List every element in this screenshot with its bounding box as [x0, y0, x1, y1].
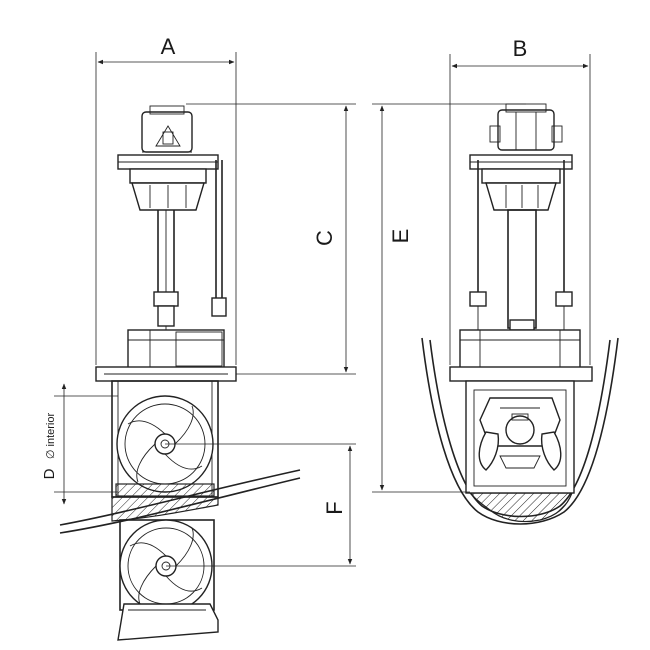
label-a: A	[161, 34, 176, 59]
motor-flange	[117, 154, 219, 211]
front-view	[421, 103, 619, 525]
label-d: D	[41, 468, 58, 479]
front-shaft	[469, 160, 573, 332]
bottom-foot	[117, 603, 219, 641]
front-mounting-flange	[449, 366, 593, 382]
label-c: C	[312, 230, 337, 246]
label-b: B	[513, 36, 528, 61]
front-gear-housing	[459, 329, 581, 369]
shaft	[153, 160, 227, 330]
hull-section	[59, 469, 301, 534]
label-d-suffix: ∅ interior	[45, 413, 57, 460]
front-hull	[421, 337, 619, 525]
front-motor-flange	[469, 154, 573, 211]
label-e: E	[388, 229, 413, 244]
front-motor-cap	[489, 103, 563, 151]
front-propeller	[465, 380, 575, 494]
gear-housing	[127, 329, 225, 369]
label-d-group: D ∅ interior	[41, 413, 58, 480]
motor-cap	[141, 105, 193, 153]
label-f: F	[322, 501, 347, 514]
dimension-lines	[54, 52, 591, 567]
